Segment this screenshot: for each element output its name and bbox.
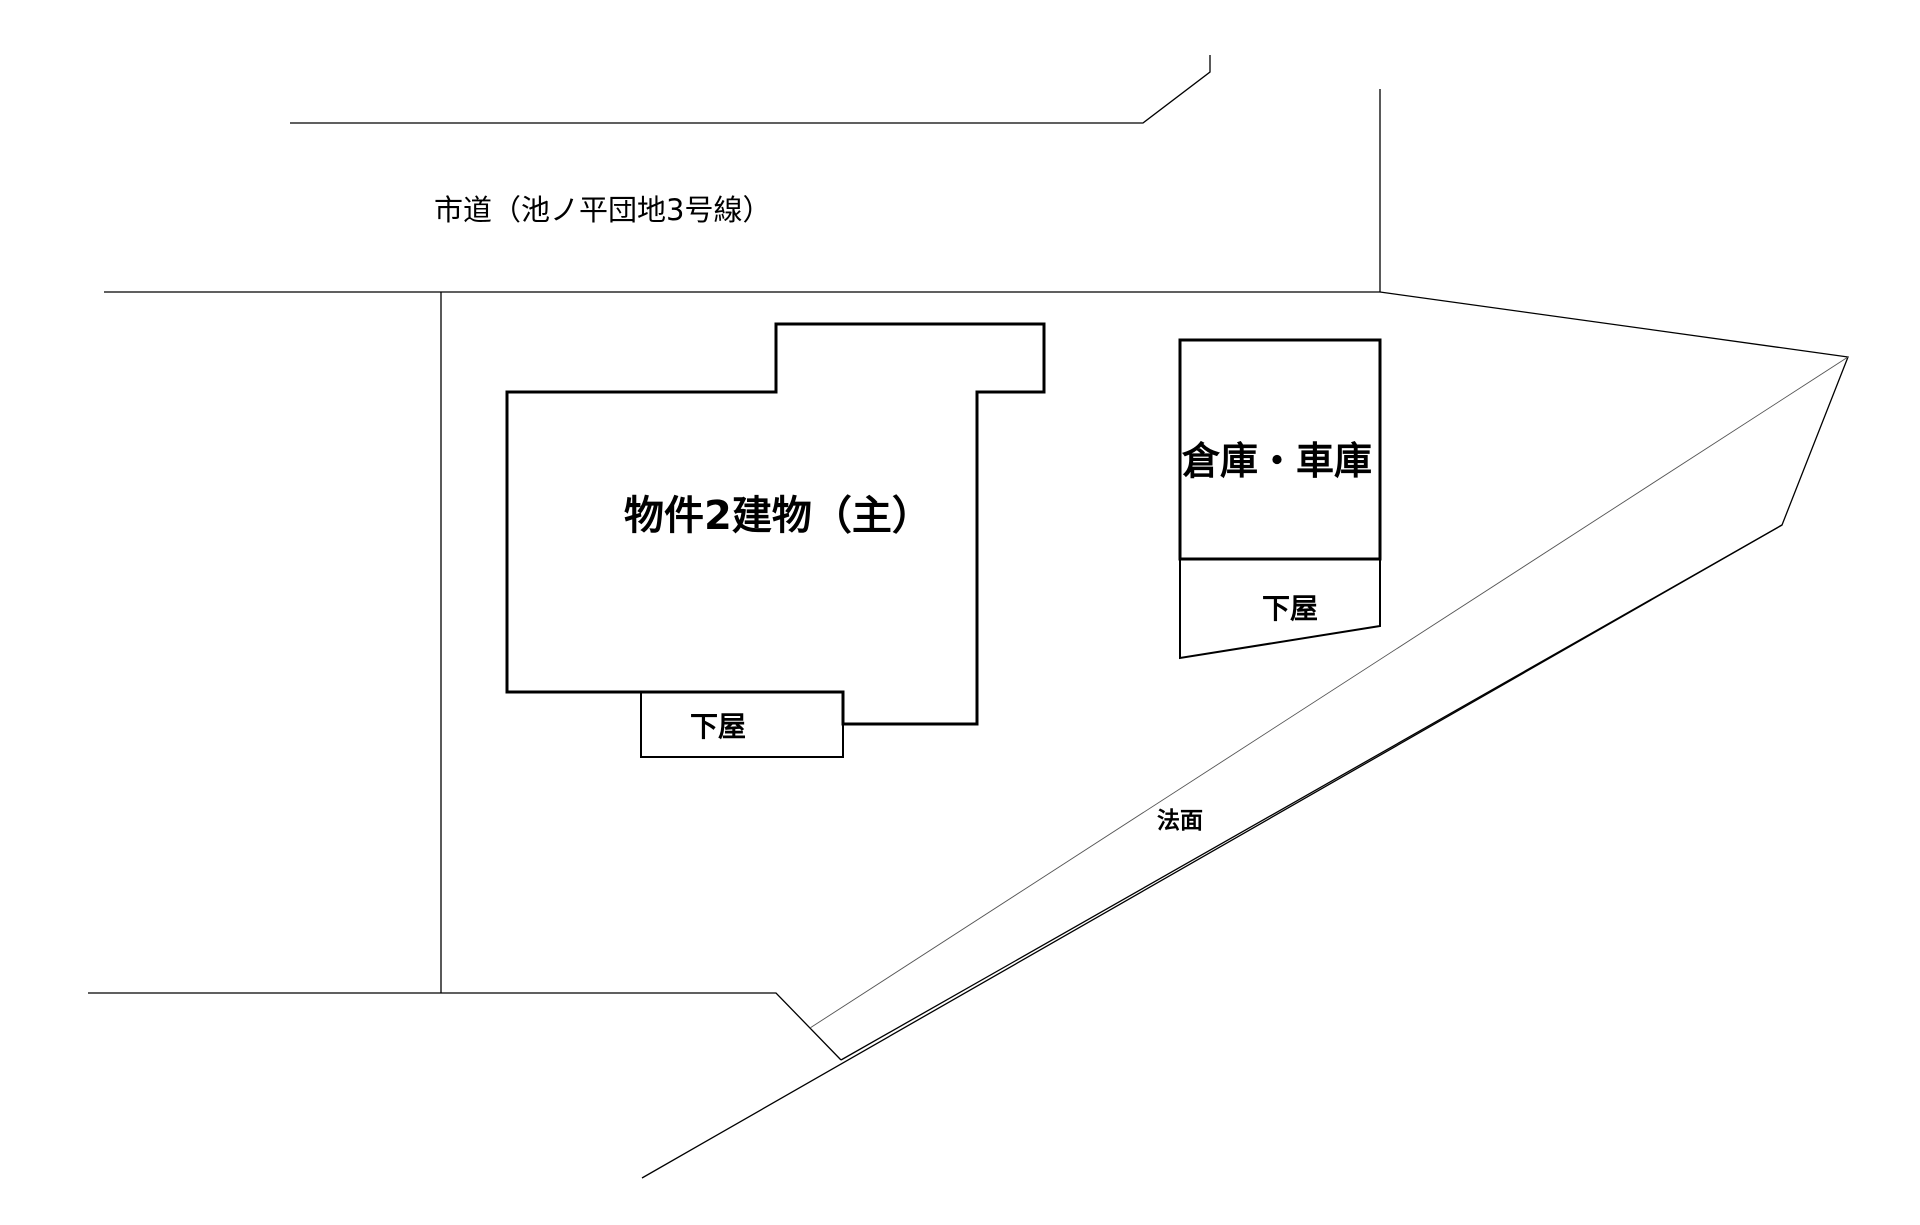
garage-annex — [1179, 558, 1381, 660]
south-parcel-line — [88, 992, 842, 1061]
garage-annex-label: 下屋 — [1262, 592, 1318, 625]
slope-label: 法面 — [1157, 808, 1203, 834]
main-annex-label: 下屋 — [690, 710, 746, 743]
garage-label: 倉庫・車庫 — [1181, 439, 1372, 483]
slope-upper-edge — [809, 356, 1849, 1029]
road-far-edge — [290, 55, 1211, 124]
east-lot-line — [641, 291, 1849, 1179]
slope-lower-edge — [840, 524, 1783, 1061]
main-building-label: 物件2建物（主） — [624, 493, 932, 539]
road-label: 市道（池ノ平団地3号線） — [434, 193, 771, 227]
main-annex — [640, 691, 844, 758]
lot-boundaries — [88, 291, 1849, 1179]
road-boundaries — [104, 55, 1381, 293]
